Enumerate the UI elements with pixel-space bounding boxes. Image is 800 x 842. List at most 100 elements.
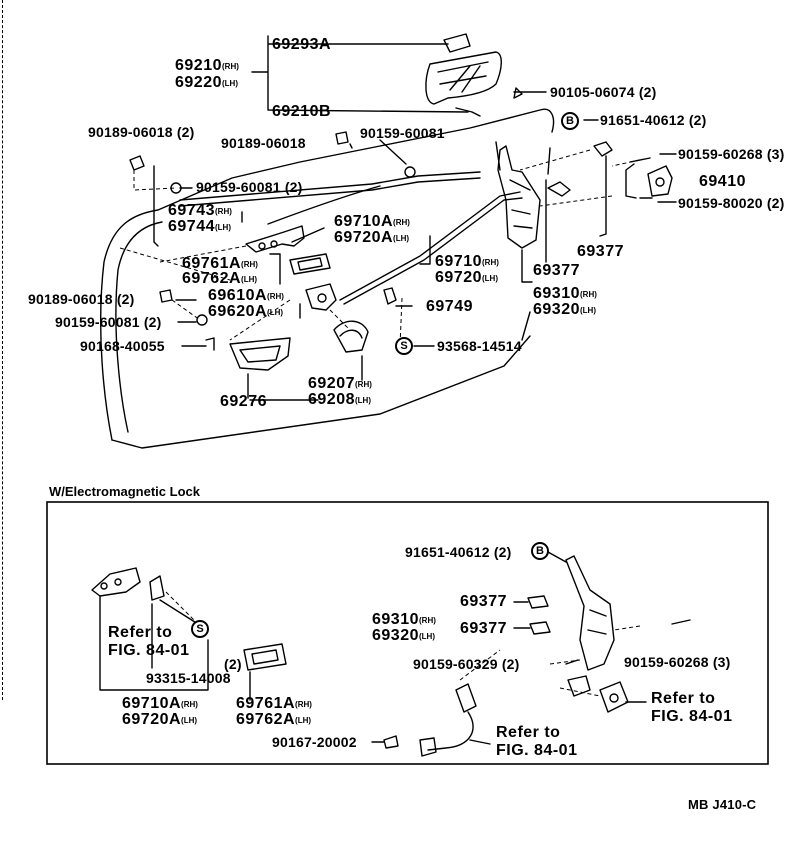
part-no-69762A-lower: 69762A <box>236 711 296 728</box>
callout-69761A-upper: 69761A(RH) <box>182 256 258 273</box>
rod-upper <box>179 171 481 201</box>
leader-lower-90159-60268 <box>671 619 691 625</box>
part-no-90159-e: 90159-60081 (2) <box>55 314 162 330</box>
callout-69293A: 69293A <box>272 37 331 53</box>
callout-refer-84-01-b: Refer to FIG. 84-01 <box>651 690 732 726</box>
callout-69620A: 69620A(LH) <box>208 304 283 321</box>
part-no-69320-lower: 69320 <box>372 627 419 644</box>
part-no-93315: 93315-14008 <box>146 670 231 686</box>
callout-69276: 69276 <box>220 394 267 410</box>
part-no-69720A: 69720A <box>334 229 394 246</box>
callout-69377-lower-a: 69377 <box>460 594 507 610</box>
suffix-lh: (LH) <box>482 274 498 283</box>
callout-69720-upper: 69720(LH) <box>435 270 498 287</box>
handle-bezel-69276 <box>229 337 291 371</box>
leader-91651 <box>547 147 551 175</box>
suffix-rh: (RH) <box>215 207 232 216</box>
part-no-90189-b: 90189-06018 <box>221 135 306 151</box>
callout-93568-14514: 93568-14514 <box>437 339 522 354</box>
part-no-69377-a: 69377 <box>533 262 580 279</box>
suffix-lh: (LH) <box>222 79 238 88</box>
callout-69410: 69410 <box>699 174 746 190</box>
part-no-69749: 69749 <box>426 298 473 315</box>
lock-link-lower <box>91 567 165 601</box>
callout-69320-lower: 69320(LH) <box>372 628 435 645</box>
part-no-69761A-lower: 69761A <box>236 695 296 712</box>
pull-handle-69207 <box>333 320 369 353</box>
callout-69310-upper: 69310(RH) <box>533 286 597 303</box>
symbol-S-text: S <box>196 623 204 635</box>
part-no-69410: 69410 <box>699 173 746 190</box>
rod-69710 <box>339 191 521 301</box>
callout-69210B: 69210B <box>272 104 331 120</box>
suffix-rh: (RH) <box>222 62 239 71</box>
refer-to-text: Refer to <box>108 624 173 641</box>
callout-69749: 69749 <box>426 299 473 315</box>
part-no-69310: 69310 <box>533 285 580 302</box>
symbol-S-upper: S <box>395 337 413 355</box>
callout-refer-84-01-c: Refer to FIG. 84-01 <box>496 724 577 760</box>
clip-lower-69377b <box>529 621 551 635</box>
suffix-lh: (LH) <box>181 716 198 725</box>
screw-90168 <box>205 337 215 351</box>
callout-90159-80020: 90159-80020 (2) <box>678 196 785 211</box>
callout-90159-60268-lower: 90159-60268 (3) <box>624 655 731 670</box>
leaders-lower-69377 <box>513 601 531 629</box>
suffix-rh: (RH) <box>580 290 597 299</box>
figure-code-text: MB J410-C <box>688 797 757 812</box>
callout-91651-40612-top: 91651-40612 (2) <box>600 113 707 128</box>
leader-lower-91651 <box>547 551 567 563</box>
callout-69743: 69743(RH) <box>168 203 232 220</box>
dashed-guides <box>119 149 641 697</box>
suffix-lh: (LH) <box>393 234 410 243</box>
callout-90159-60268-top: 90159-60268 (3) <box>678 147 785 162</box>
part-no-69293A: 69293A <box>272 36 332 53</box>
part-no-69207: 69207 <box>308 375 355 392</box>
nut-90189-left <box>129 155 145 171</box>
leader-90159-60081 <box>379 139 407 165</box>
part-no-69610A: 69610A <box>208 287 268 304</box>
symbol-B-text: B <box>536 545 544 557</box>
rod-69710-b <box>343 197 523 305</box>
callout-69210: 69210(RH) <box>175 58 239 75</box>
part-no-69377-b: 69377 <box>577 243 624 260</box>
suffix-lh: (LH) <box>419 632 435 641</box>
symbol-S-lower: S <box>191 620 209 638</box>
part-no-91651-b: 91651-40612 (2) <box>405 544 512 560</box>
part-no-69710A-lower: 69710A <box>122 695 182 712</box>
lock-bezel-69761A <box>289 253 331 275</box>
screw-90159-top <box>404 166 416 178</box>
suffix-lh: (LH) <box>241 275 258 284</box>
callout-90159-60081-mid: 90159-60081 (2) <box>55 315 162 330</box>
rod-upper-2 <box>179 177 481 207</box>
callout-90159-60081-top: 90159-60081 <box>360 126 445 141</box>
part-no-69220: 69220 <box>175 74 222 91</box>
part-no-69720A-lower: 69720A <box>122 711 182 728</box>
bolt-90105 <box>513 87 523 99</box>
part-no-93568: 93568-14514 <box>437 338 522 354</box>
refer-to-text: Refer to <box>651 690 716 707</box>
part-no-90159-c: 90159-80020 (2) <box>678 195 785 211</box>
part-no-90159-b: 90159-60268 (3) <box>678 146 785 162</box>
qty-2-text: (2) <box>224 656 242 672</box>
callout-69762A-lower: 69762A(LH) <box>236 712 311 729</box>
callout-91651-40612-lower: 91651-40612 (2) <box>405 545 512 560</box>
door-lock-assembly <box>495 141 613 249</box>
callout-refer-84-01-a: Refer to FIG. 84-01 <box>108 624 189 660</box>
leader-69410-bracket <box>625 163 637 199</box>
suffix-rh: (RH) <box>393 218 410 227</box>
leaders-69377 <box>521 155 607 283</box>
callout-69710-upper: 69710(RH) <box>435 254 499 271</box>
callout-90189-06018-mid: 90189-06018 (2) <box>28 292 135 307</box>
solenoid-lower <box>599 681 629 713</box>
rod-69743 <box>267 185 381 225</box>
suffix-lh: (LH) <box>580 306 596 315</box>
leader-lower-90159-60329 <box>565 659 579 665</box>
part-no-90167: 90167-20002 <box>272 734 357 750</box>
suffix-rh: (RH) <box>181 700 198 709</box>
leader-lower-69710A <box>99 595 209 691</box>
callout-69220: 69220(LH) <box>175 75 238 92</box>
part-no-90159-a: 90159-60081 <box>360 125 445 141</box>
screw-90159-mid <box>196 314 208 326</box>
part-no-69743: 69743 <box>168 202 215 219</box>
